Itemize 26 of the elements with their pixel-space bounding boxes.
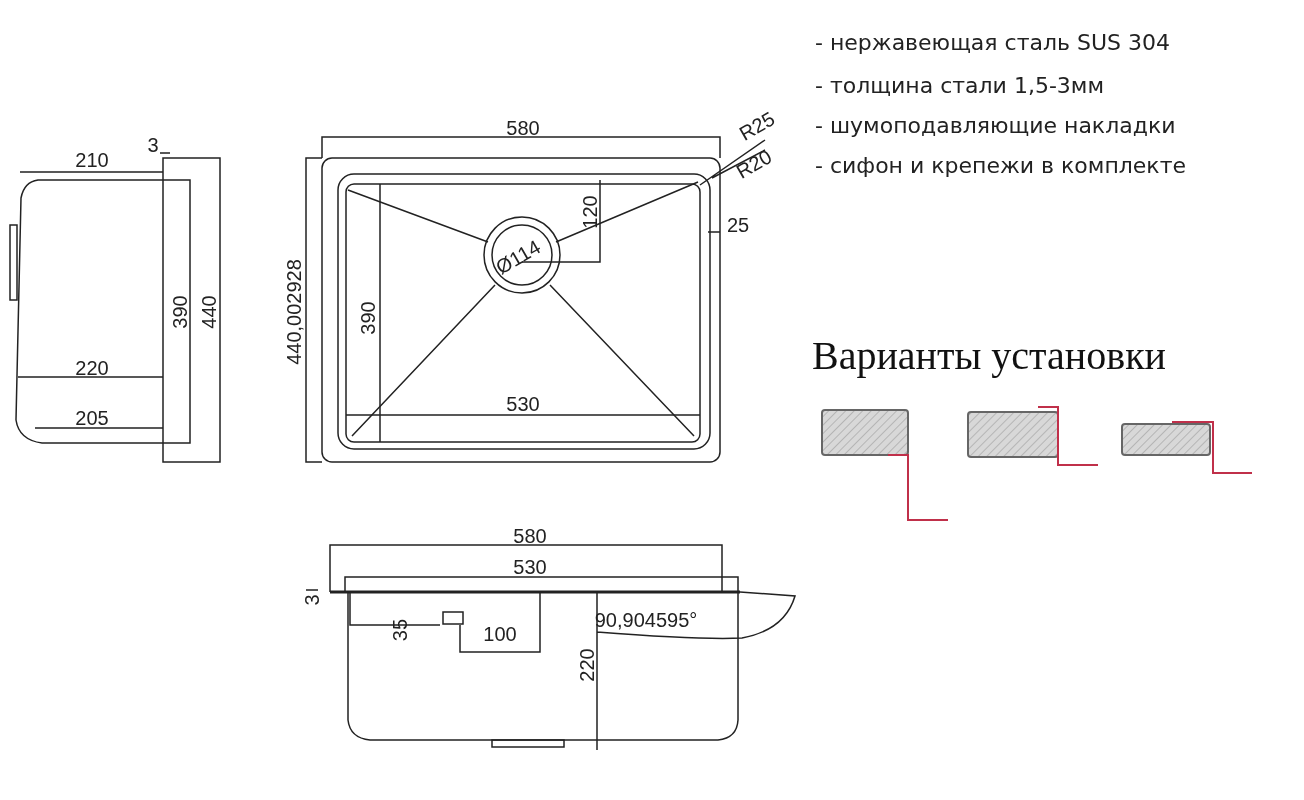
spec-list-item: - сифон и крепежи в комплекте: [815, 155, 1186, 177]
dimension-label: 530: [506, 394, 540, 414]
dimension-label: 530: [513, 557, 547, 577]
dimension-label: 440,002928: [284, 259, 304, 365]
dimension-label: Ø114: [492, 236, 544, 278]
dimension-label: 120: [580, 195, 600, 229]
dimension-label: 3: [302, 594, 322, 606]
spec-list-item: - толщина стали 1,5-3мм: [815, 75, 1104, 97]
dimension-label: 100: [483, 624, 517, 644]
dimension-label: 220: [577, 648, 597, 682]
dimension-label: 390: [358, 301, 378, 335]
dimension-label: R25: [736, 108, 778, 144]
dimension-label: 205: [75, 408, 109, 428]
dimension-label: 580: [506, 118, 540, 138]
spec-list-item: - шумоподавляющие накладки: [815, 115, 1176, 137]
dimension-label: 580: [513, 526, 547, 546]
spec-list-item: - нержавеющая сталь SUS 304: [815, 32, 1170, 54]
dimension-label: 35: [390, 618, 410, 642]
dimension-label: 25: [726, 215, 750, 235]
dimension-label: 390: [170, 295, 190, 329]
section-heading: Варианты установки: [812, 336, 1166, 376]
dimension-label: 3: [147, 135, 159, 155]
dimension-label: R20: [733, 146, 775, 182]
dimension-label: 210: [75, 150, 109, 170]
dimension-label: 220: [75, 358, 109, 378]
dimension-label: 440: [199, 295, 219, 329]
